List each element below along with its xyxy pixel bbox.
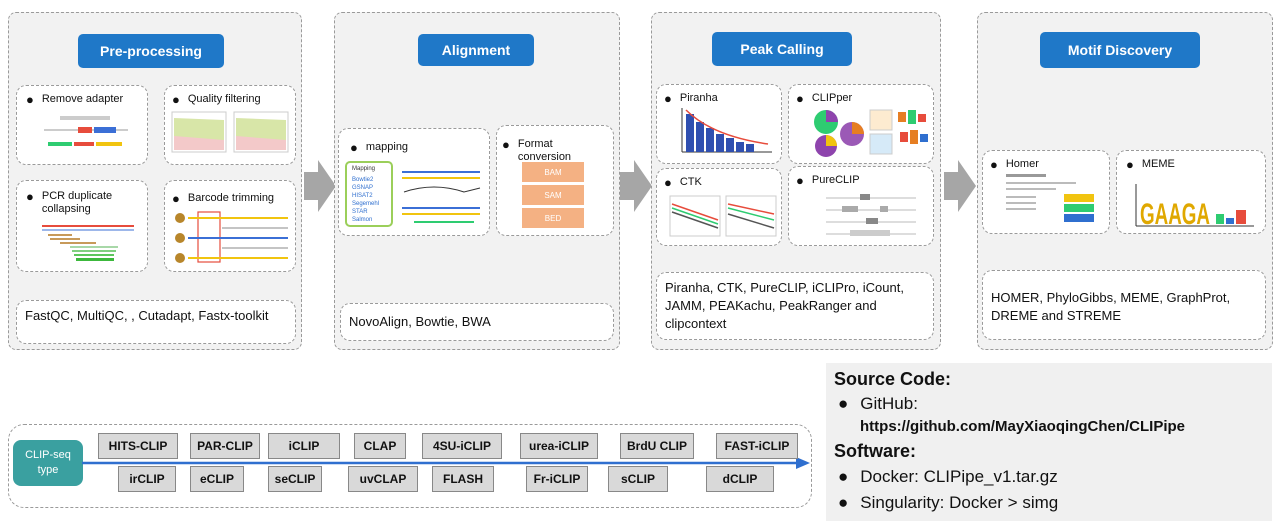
meme-logo-figure: GAAGA [1135,184,1254,230]
bullet: ● [796,91,804,106]
software-heading: Software: [834,441,917,461]
clipper-figure [814,109,928,157]
clip-seq-chip: Fr-iCLIP [526,466,588,492]
step-label-quality-filtering: ●Quality filtering [172,92,261,107]
step-label-barcode-trimming: ●Barcode trimming [172,191,275,206]
step-label-pcr-duplicate: ●PCR duplicate collapsing [26,189,113,215]
clip-seq-chip: PAR-CLIP [190,433,260,459]
clip-seq-chip: sCLIP [608,466,668,492]
bullet: ● [664,91,672,106]
barcode-trimming-figure [175,211,288,263]
tools-peak-calling: Piranha, CTK, PureCLIP, iCLIPro, iCount,… [656,272,934,340]
clip-seq-chip: HITS-CLIP [98,433,178,459]
mapping-tool-salmon: Salmon [352,217,372,223]
clip-seq-chip: eCLIP [190,466,244,492]
clip-seq-chip: FAST-iCLIP [716,433,798,459]
stage-title-peak-calling: Peak Calling [712,32,852,66]
docker-item: ●Docker: CLIPipe_v1.tar.gz [838,467,1058,486]
clip-seq-chip: CLAP [354,433,406,459]
step-label-homer: ●Homer [990,157,1039,172]
step-label-format-conversion: ●Format conversion [502,137,572,163]
bullet: ● [172,191,180,206]
pureclip-figure [826,194,916,236]
quality-filtering-figure [171,111,289,153]
clip-seq-chip: BrdU CLIP [620,433,694,459]
tools-motif-discovery: HOMER, PhyloGibbs, MEME, GraphProt, DREM… [982,270,1266,340]
tools-alignment: NovoAlign, Bowtie, BWA [340,303,614,341]
step-box-mapping [338,128,490,236]
clip-seq-chip: dCLIP [706,466,774,492]
motif-logo: GAAGA [1140,198,1210,230]
clip-seq-chip: FLASH [432,466,494,492]
clip-seq-timeline-arrow [82,457,810,469]
step-label-mapping: ●mapping [350,140,409,155]
bullet: ● [838,394,849,413]
source-code-panel: Source Code: ●GitHub: https://github.com… [826,363,1272,521]
clip-seq-panel [8,424,812,508]
bullet: ● [838,493,849,512]
github-url-link[interactable]: https://github.com/MayXiaoqingChen/CLIPi… [860,418,1185,435]
mapping-tool-gsnap: GSNAP [352,185,373,191]
format-bam: BAM [522,162,584,182]
tools-preprocessing: FastQC, MultiQC, , Cutadapt, Fastx-toolk… [16,300,296,344]
clip-seq-chip: irCLIP [118,466,176,492]
step-box-remove-adapter [16,85,148,165]
bullet: ● [502,137,510,152]
clip-seq-chip: urea-iCLIP [520,433,598,459]
format-bed: BED [522,208,584,228]
step-label-clipper: ●CLIPper [796,91,853,106]
step-label-meme: ●MEME [1126,157,1175,172]
bullet: ● [350,140,358,155]
remove-adapter-figure [44,116,128,146]
flow-arrow [620,160,652,212]
step-box-barcode-trimming [164,180,296,272]
flow-arrow [944,160,976,212]
bullet: ● [26,92,34,107]
pcr-duplicate-figure [42,225,134,261]
mapping-tool-hisat2: HISAT2 [352,193,373,199]
ctk-figure [669,195,777,237]
flow-arrow [304,160,336,212]
piranha-figure [681,108,772,153]
clip-seq-chip: iCLIP [268,433,340,459]
stage-title-preprocessing: Pre-processing [78,34,224,68]
step-label-ctk: ●CTK [664,175,702,190]
bullet: ● [1126,157,1134,172]
clip-seq-chip: uvCLAP [348,466,418,492]
singularity-item: ●Singularity: Docker > simg [838,493,1059,512]
mapping-tool-segemehl: Segemehl [352,201,379,207]
clip-seq-chip: seCLIP [268,466,322,492]
stage-title-alignment: Alignment [418,34,534,66]
bullet: ● [664,175,672,190]
format-sam: SAM [522,185,584,205]
clip-seq-type-label: CLIP-seq type [13,440,83,486]
mapping-tool-star: STAR [352,209,368,215]
step-label-remove-adapter: ●Remove adapter [26,92,124,107]
homer-figure [1006,174,1094,222]
github-item: ●GitHub: [838,394,918,413]
mapping-tool-bowtie2: Bowtie2 [352,177,374,183]
bullet: ● [990,157,998,172]
bullet: ● [172,92,180,107]
step-label-piranha: ●Piranha [664,91,718,106]
stage-title-motif-discovery: Motif Discovery [1040,32,1200,68]
bullet: ● [26,189,34,204]
mapping-header: Mapping [352,166,375,172]
step-label-pureclip: ●PureCLIP [796,173,860,188]
bullet: ● [796,173,804,188]
bullet: ● [838,467,849,486]
mapping-figure: Mapping Bowtie2 GSNAP HISAT2 Segemehl ST… [345,161,481,227]
clip-seq-chip: 4SU-iCLIP [422,433,502,459]
source-code-heading: Source Code: [834,369,952,389]
